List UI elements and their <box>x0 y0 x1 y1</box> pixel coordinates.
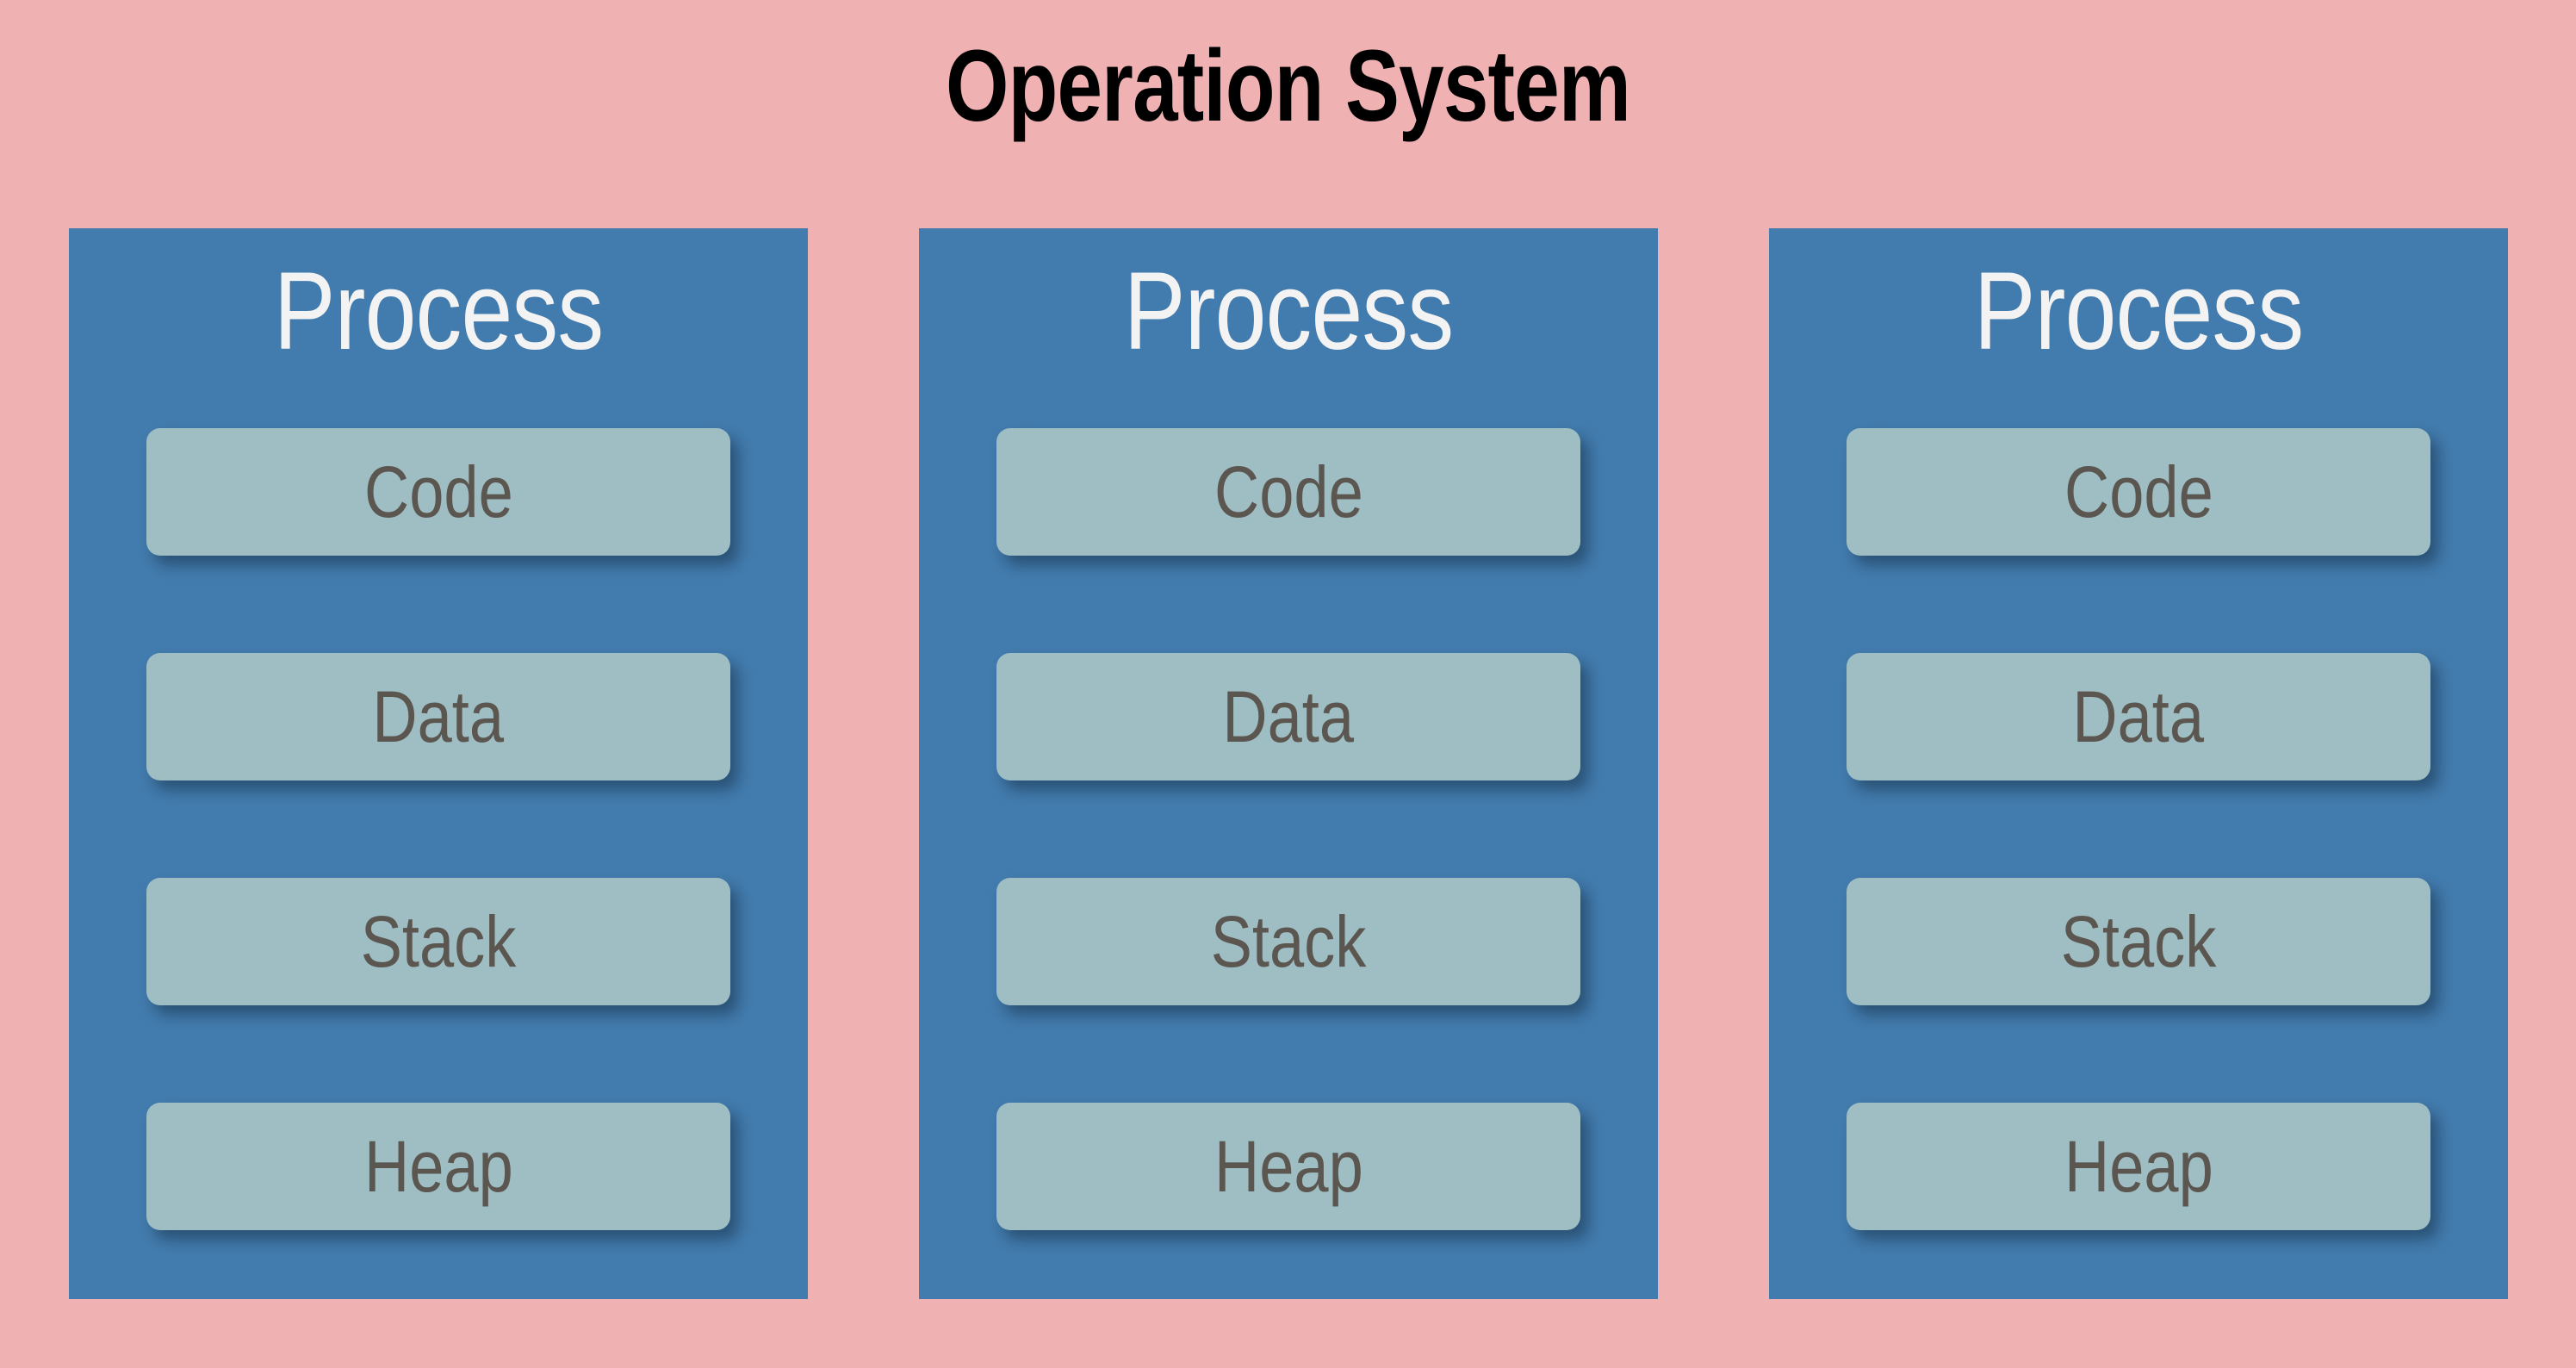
process-card-3[interactable]: Process Code Data Stack Heap <box>1769 228 2508 1299</box>
memory-segment-label: Code <box>1214 451 1363 532</box>
memory-segment-stack[interactable]: Stack <box>146 878 730 1005</box>
memory-segment-label: Stack <box>360 901 517 982</box>
memory-segment-code[interactable]: Code <box>1847 428 2430 556</box>
memory-segment-data[interactable]: Data <box>146 653 730 780</box>
memory-segment-label: Heap <box>1214 1126 1363 1207</box>
memory-segment-heap[interactable]: Heap <box>1847 1103 2430 1230</box>
process-list: Process Code Data Stack Heap Process <box>69 228 2508 1299</box>
memory-segment-label: Code <box>363 451 513 532</box>
memory-segment-data[interactable]: Data <box>996 653 1580 780</box>
memory-segment-label: Stack <box>2060 901 2217 982</box>
memory-segment-label: Data <box>2072 676 2205 757</box>
memory-segment-heap[interactable]: Heap <box>996 1103 1580 1230</box>
memory-segment-heap[interactable]: Heap <box>146 1103 730 1230</box>
memory-segment-label: Heap <box>2064 1126 2213 1207</box>
memory-segment-code[interactable]: Code <box>146 428 730 556</box>
process-card-2[interactable]: Process Code Data Stack Heap <box>919 228 1658 1299</box>
memory-segment-label: Heap <box>363 1126 513 1207</box>
memory-segment-label: Stack <box>1210 901 1367 982</box>
memory-segment-list: Code Data Stack Heap <box>996 428 1580 1230</box>
memory-segment-list: Code Data Stack Heap <box>1847 428 2430 1230</box>
memory-segment-label: Code <box>2064 451 2213 532</box>
process-heading: Process <box>1973 250 2304 373</box>
memory-segment-code[interactable]: Code <box>996 428 1580 556</box>
memory-segment-data[interactable]: Data <box>1847 653 2430 780</box>
memory-segment-label: Data <box>372 676 505 757</box>
process-heading: Process <box>273 250 604 373</box>
page-title: Operation System <box>945 29 1631 143</box>
memory-segment-list: Code Data Stack Heap <box>146 428 730 1230</box>
memory-segment-stack[interactable]: Stack <box>996 878 1580 1005</box>
memory-segment-stack[interactable]: Stack <box>1847 878 2430 1005</box>
process-card-1[interactable]: Process Code Data Stack Heap <box>69 228 808 1299</box>
memory-segment-label: Data <box>1222 676 1355 757</box>
process-heading: Process <box>1123 250 1454 373</box>
